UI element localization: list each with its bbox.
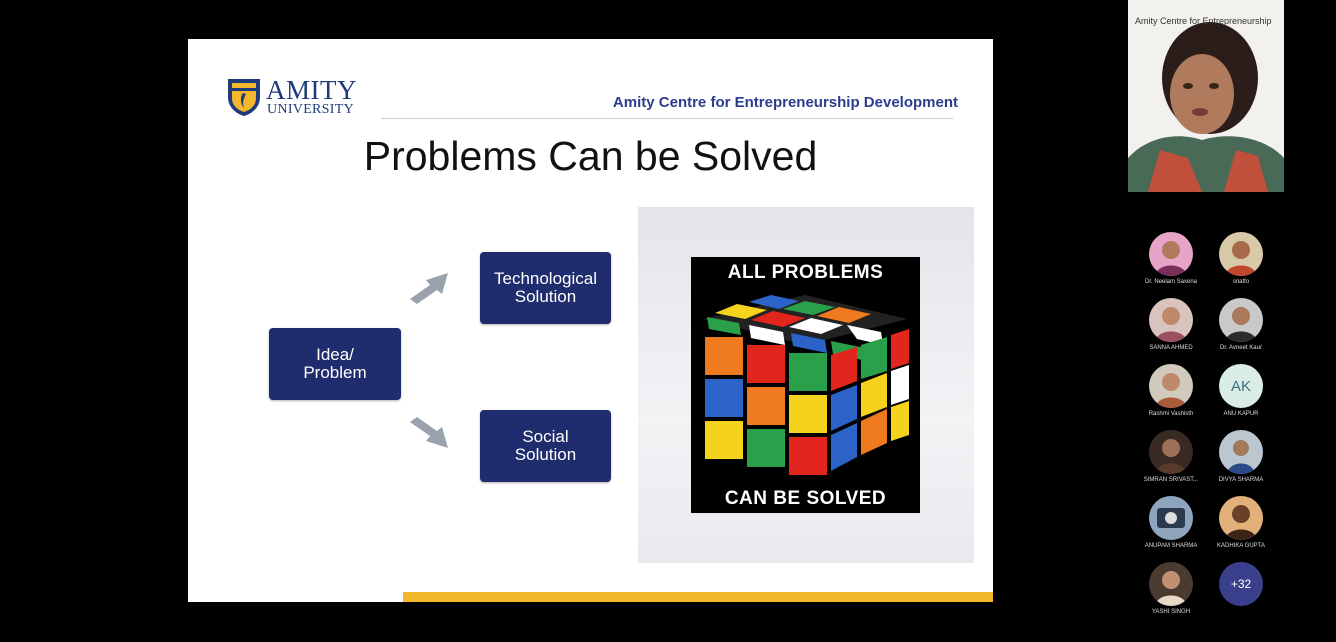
participant-tile[interactable]: KADHIKA GUPTA [1206,496,1276,549]
social-solution-box: Social Solution [480,410,611,482]
poster-bottom-text: CAN BE SOLVED [724,488,887,509]
poster-top-text: ALL PROBLEMS [727,262,884,283]
participant-avatar [1149,562,1193,606]
amity-shield-icon [228,79,260,116]
technological-solution-box: Technological Solution [480,252,611,324]
participant-initials: AK [1230,377,1251,395]
participant-avatar [1219,496,1263,540]
technological-solution-label: Technological Solution [493,269,597,306]
participant-name: DIVYA SHARMA [1218,477,1264,483]
participant-avatar [1219,298,1263,342]
participant-name: SIMRAN SRIVAST... [1143,477,1199,483]
person-photo-icon [1155,373,1187,408]
header-divider [381,118,953,119]
rubiks-cube-icon [703,295,909,475]
participant-name: SANNA AHMED [1149,345,1193,351]
participant-avatar: AK [1219,364,1263,408]
participant-name: Dr. Avneet Kaur [1220,345,1262,351]
participant-avatar [1219,430,1263,474]
idea-problem-label: Idea/ Problem [303,345,367,382]
presenter-video-image [1128,0,1284,192]
rubiks-image-panel: ALL PROBLEMS [638,207,974,563]
logo-wordmark: AMITY [266,75,357,105]
participant-name: ANU KAPUR [1223,411,1259,417]
arrow-down-right-icon [410,417,448,448]
more-participants-button[interactable]: +32 [1206,562,1276,606]
more-participants-count: +32 [1219,562,1263,606]
presentation-slide: AMITY UNIVERSITY Amity Centre for Entrep… [188,39,993,602]
participant-avatar [1149,364,1193,408]
participant-avatar [1149,430,1193,474]
participant-tile[interactable]: SANNA AHMED [1136,298,1206,351]
arrow-up-right-icon [410,273,448,304]
person-photo-icon [1155,571,1187,606]
logo-subtitle: UNIVERSITY [267,102,354,117]
amity-logo: AMITY UNIVERSITY [226,75,376,121]
slide-title: Problems Can be Solved [363,133,818,179]
participant-tile[interactable]: Rashmi Vashisth [1136,364,1206,417]
person-photo-icon [1225,505,1257,540]
participant-tile[interactable]: Dr. Avneet Kaur [1206,298,1276,351]
participant-tile[interactable]: DIVYA SHARMA [1206,430,1276,483]
person-photo-icon [1225,307,1257,342]
participant-avatar [1149,496,1193,540]
participant-name: YASHI SINGH [1151,609,1191,615]
video-caption: Amity Centre for Entrepreneurship [1135,16,1272,26]
participant-tile[interactable]: ANUPAM SHARMA [1136,496,1206,549]
person-photo-icon [1155,307,1187,342]
idea-problem-box: Idea/ Problem [269,328,401,400]
person-photo-icon [1155,241,1187,276]
participant-name: Dr. Neelam Saxena [1144,279,1198,285]
slide-accent-bar [403,592,993,602]
rubiks-poster: ALL PROBLEMS [691,257,920,513]
participant-name: sriatfo [1232,279,1250,285]
social-solution-label: Social Solution [514,427,577,464]
participant-name: KADHIKA GUPTA [1217,543,1265,549]
participant-tile[interactable]: sriatfo [1206,232,1276,285]
person-photo-icon [1157,508,1185,528]
presenter-video-tile[interactable]: Amity Centre for Entrepreneurship [1128,0,1284,192]
participant-avatar [1219,232,1263,276]
participant-tile[interactable]: AK ANU KAPUR [1206,364,1276,417]
participant-tile[interactable]: YASHI SINGH [1136,562,1206,615]
participant-name: Rashmi Vashisth [1148,411,1194,417]
participant-avatar [1149,232,1193,276]
centre-name: Amity Centre for Entrepreneurship Develo… [612,94,958,111]
person-photo-icon [1155,439,1187,474]
participant-name: ANUPAM SHARMA [1144,543,1198,549]
participant-avatar [1149,298,1193,342]
person-photo-icon [1227,440,1255,474]
participant-tile[interactable]: SIMRAN SRIVAST... [1136,430,1206,483]
person-photo-icon [1225,241,1257,276]
participant-tile[interactable]: Dr. Neelam Saxena [1136,232,1206,285]
